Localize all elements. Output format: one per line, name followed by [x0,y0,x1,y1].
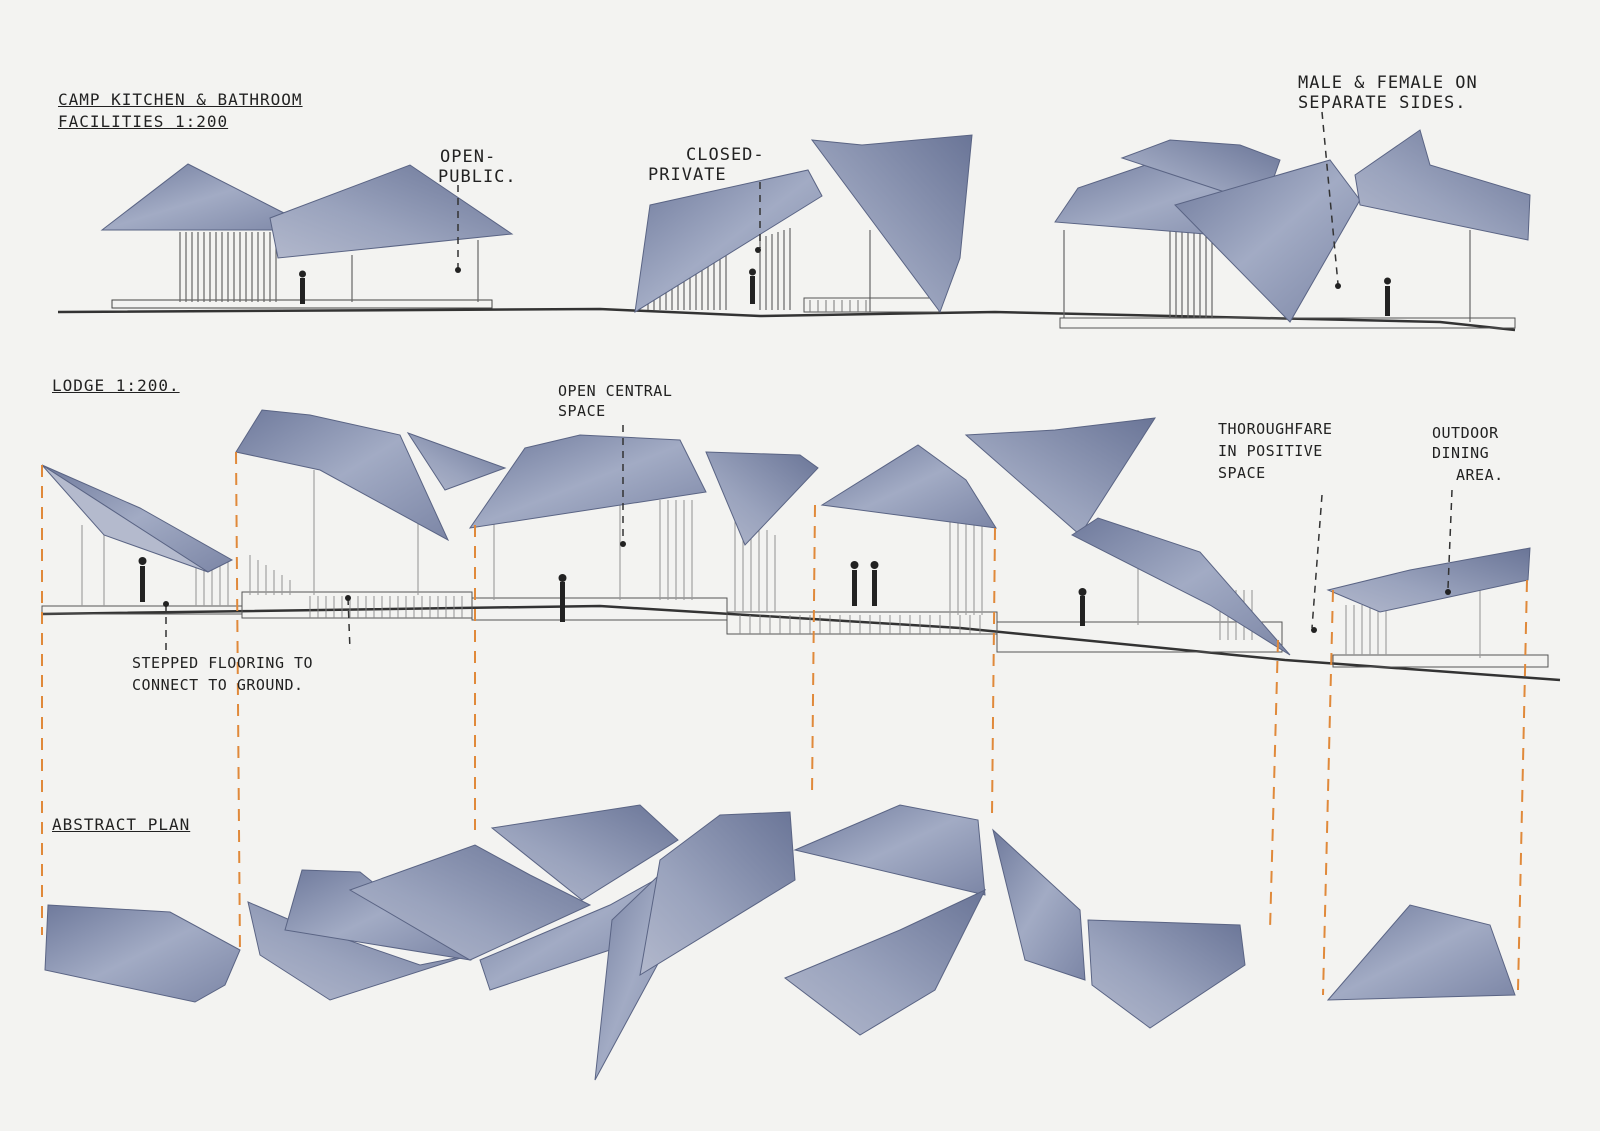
roof-panel [235,409,450,542]
roof-panel [810,134,973,314]
guide-line [1517,579,1528,991]
leader-dot [455,267,461,273]
label-closed-private-2: PRIVATE [648,165,727,185]
plan-panel [992,828,1086,981]
roof-panel [41,464,234,573]
leader-dot [1335,283,1341,289]
roof-panel [964,417,1156,536]
lodge-section [41,409,1561,682]
label-thoroughfare-2: IN POSITIVE [1218,442,1323,460]
section-male-female [1054,111,1531,329]
floor-slab [803,297,940,313]
projection-guides [41,451,1528,996]
roof-panel [1071,517,1291,656]
person-figure [749,268,756,304]
section-open-public [100,163,514,304]
leader-dot [1311,627,1317,633]
floor-slab [996,621,1283,653]
plan-panel [490,804,679,901]
plan-panel [793,804,986,896]
camp-kitchen-sections [57,111,1531,332]
camp-kitchen-title: CAMP KITCHEN & BATHROOM [58,90,303,109]
leader-line [1321,111,1339,285]
section-closed-private [634,134,973,314]
guide-line [235,451,241,956]
leader-line [347,597,351,651]
plan-panel [639,811,796,977]
roof-panel [41,464,209,573]
plan-panel [44,904,241,1003]
camp-kitchen-subtitle: FACILITIES 1:200 [58,112,229,131]
guide-line [1322,589,1334,996]
label-closed-private: CLOSED- [686,145,765,165]
floor-slab [241,591,473,619]
person-figure [299,270,306,304]
lodge-title: LODGE 1:200. [52,376,180,395]
abstract-plan [44,804,1516,1081]
roof-panel [468,434,707,529]
leader-dot [1445,589,1451,595]
person-figure [138,557,147,602]
ground-line [57,307,1516,332]
label-stepped-flooring-2: CONNECT TO GROUND. [132,676,304,694]
roof-panel [406,432,507,491]
plan-panel [1326,904,1516,1001]
roof-panel [269,164,514,259]
roof-panel [1326,547,1531,613]
roof-panel [1354,129,1531,241]
person-figure [850,561,859,606]
plan-panel [784,888,987,1036]
person-figure [1384,277,1391,316]
plan-panel [1087,919,1246,1029]
person-figure [870,561,879,606]
guide-line [991,527,996,816]
leader-dot [163,601,169,607]
label-outdoor-dining: OUTDOOR [1432,424,1499,442]
leader-dot [755,247,761,253]
label-thoroughfare: THOROUGHFARE [1218,420,1333,438]
label-male-female-2: SEPARATE SIDES. [1298,93,1467,113]
roof-panel [634,169,823,313]
label-open-central: OPEN CENTRAL [558,382,673,400]
roof-panel [820,444,997,529]
guide-line [1269,639,1279,931]
plan-panel [348,844,592,961]
person-figure [558,574,567,622]
leader-dot [620,541,626,547]
leader-line [1311,494,1323,629]
label-open-central-2: SPACE [558,402,606,420]
guide-line [811,504,816,796]
leader-line [1447,489,1453,589]
abstract-plan-title: ABSTRACT PLAN [52,815,191,834]
label-open-public: OPEN- [440,147,497,167]
label-thoroughfare-3: SPACE [1218,464,1266,482]
label-outdoor-dining-3: AREA. [1456,466,1504,484]
floor-slab [1332,654,1549,668]
person-figure [1078,588,1087,626]
label-male-female: MALE & FEMALE ON [1298,73,1478,93]
label-open-public-2: PUBLIC. [438,167,517,187]
roof-panel [705,451,819,546]
floor-slab [471,597,728,621]
roof-panel [100,163,319,231]
label-stepped-flooring: STEPPED FLOORING TO [132,654,314,672]
label-outdoor-dining-2: DINING [1432,444,1490,462]
leader-dot [345,595,351,601]
